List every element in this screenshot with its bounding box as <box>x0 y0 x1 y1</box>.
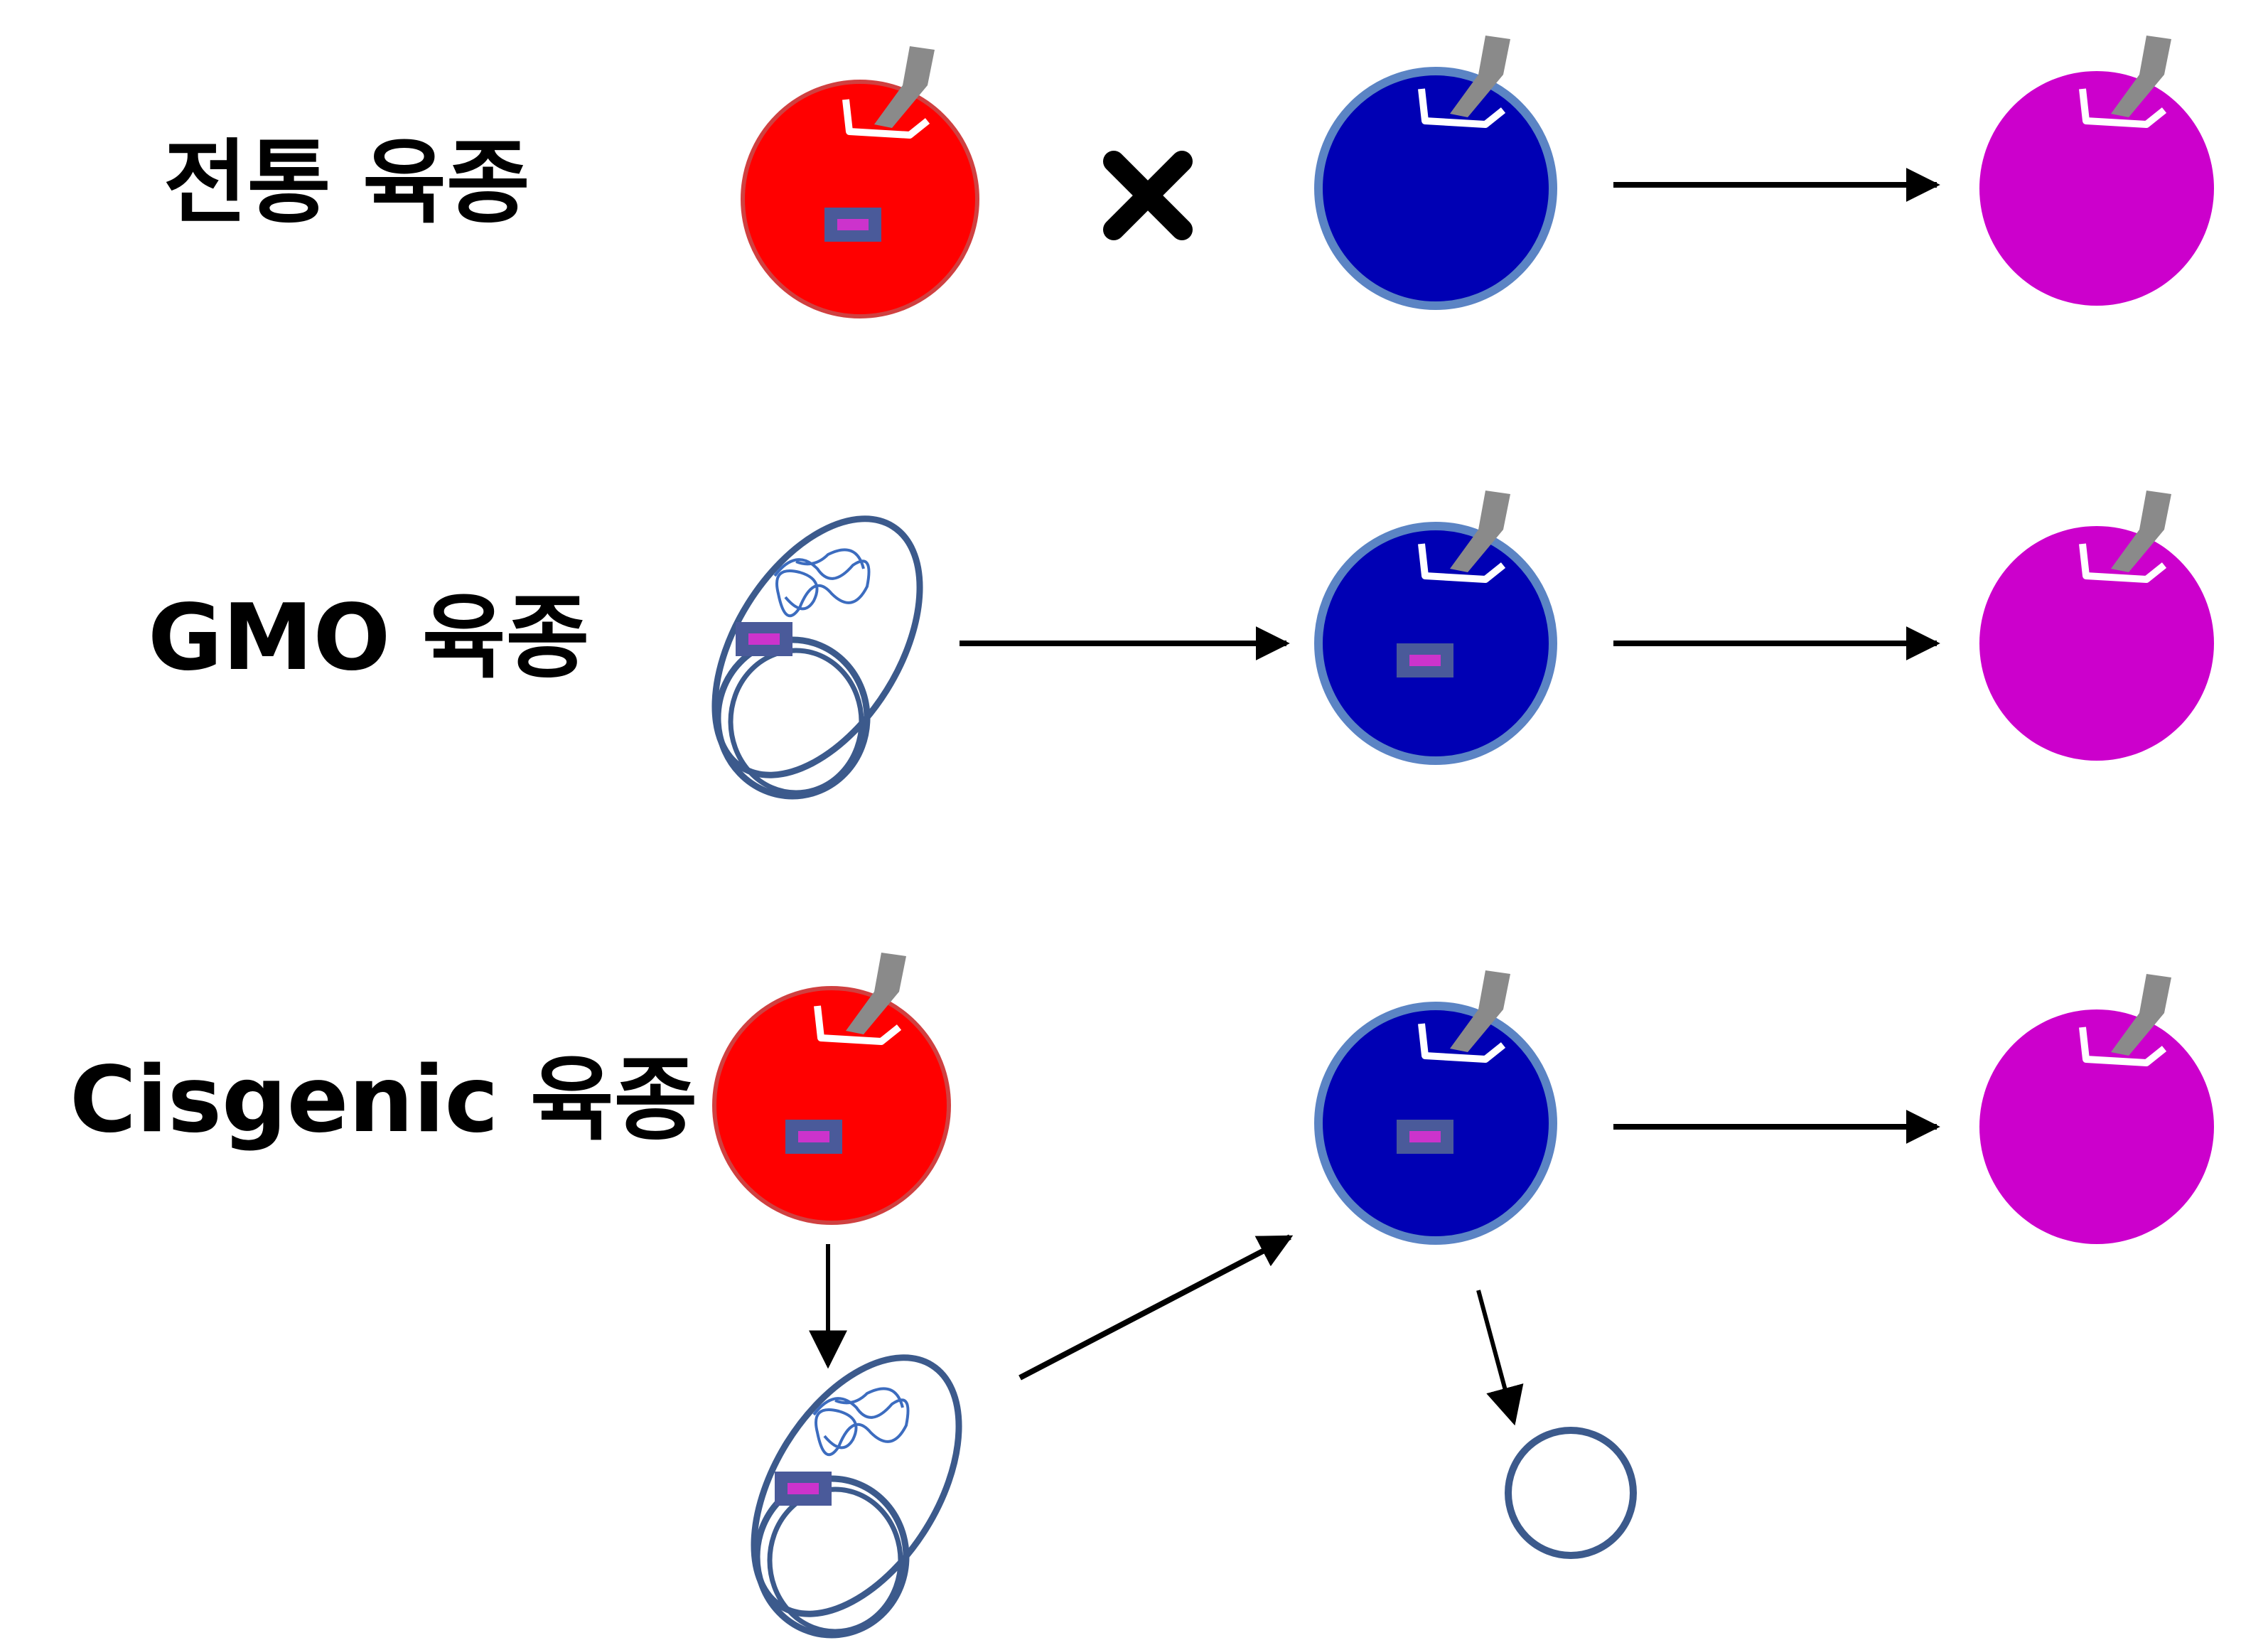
row-label-gmo: GMO 육종 <box>148 585 590 691</box>
arrow-icon <box>1476 1290 1524 1426</box>
blue-apple-icon <box>1314 491 1557 765</box>
blue-apple-icon <box>1314 970 1557 1245</box>
cross-icon <box>1103 151 1193 240</box>
arrow-icon <box>1019 1234 1294 1381</box>
blue-apple-icon <box>1314 36 1557 310</box>
red-apple-icon <box>741 46 979 318</box>
purple-apple-icon <box>1979 974 2214 1244</box>
row-label-traditional: 전통 육종 <box>163 130 530 236</box>
plasmid-ring-icon <box>1505 1427 1637 1559</box>
bacterium-icon <box>751 1354 962 1639</box>
purple-apple-icon <box>1979 36 2214 306</box>
purple-apple-icon <box>1979 491 2214 761</box>
bacterium-icon <box>711 515 923 800</box>
red-apple-icon <box>712 953 951 1225</box>
row-label-cisgenic: Cisgenic 육종 <box>70 1047 698 1153</box>
